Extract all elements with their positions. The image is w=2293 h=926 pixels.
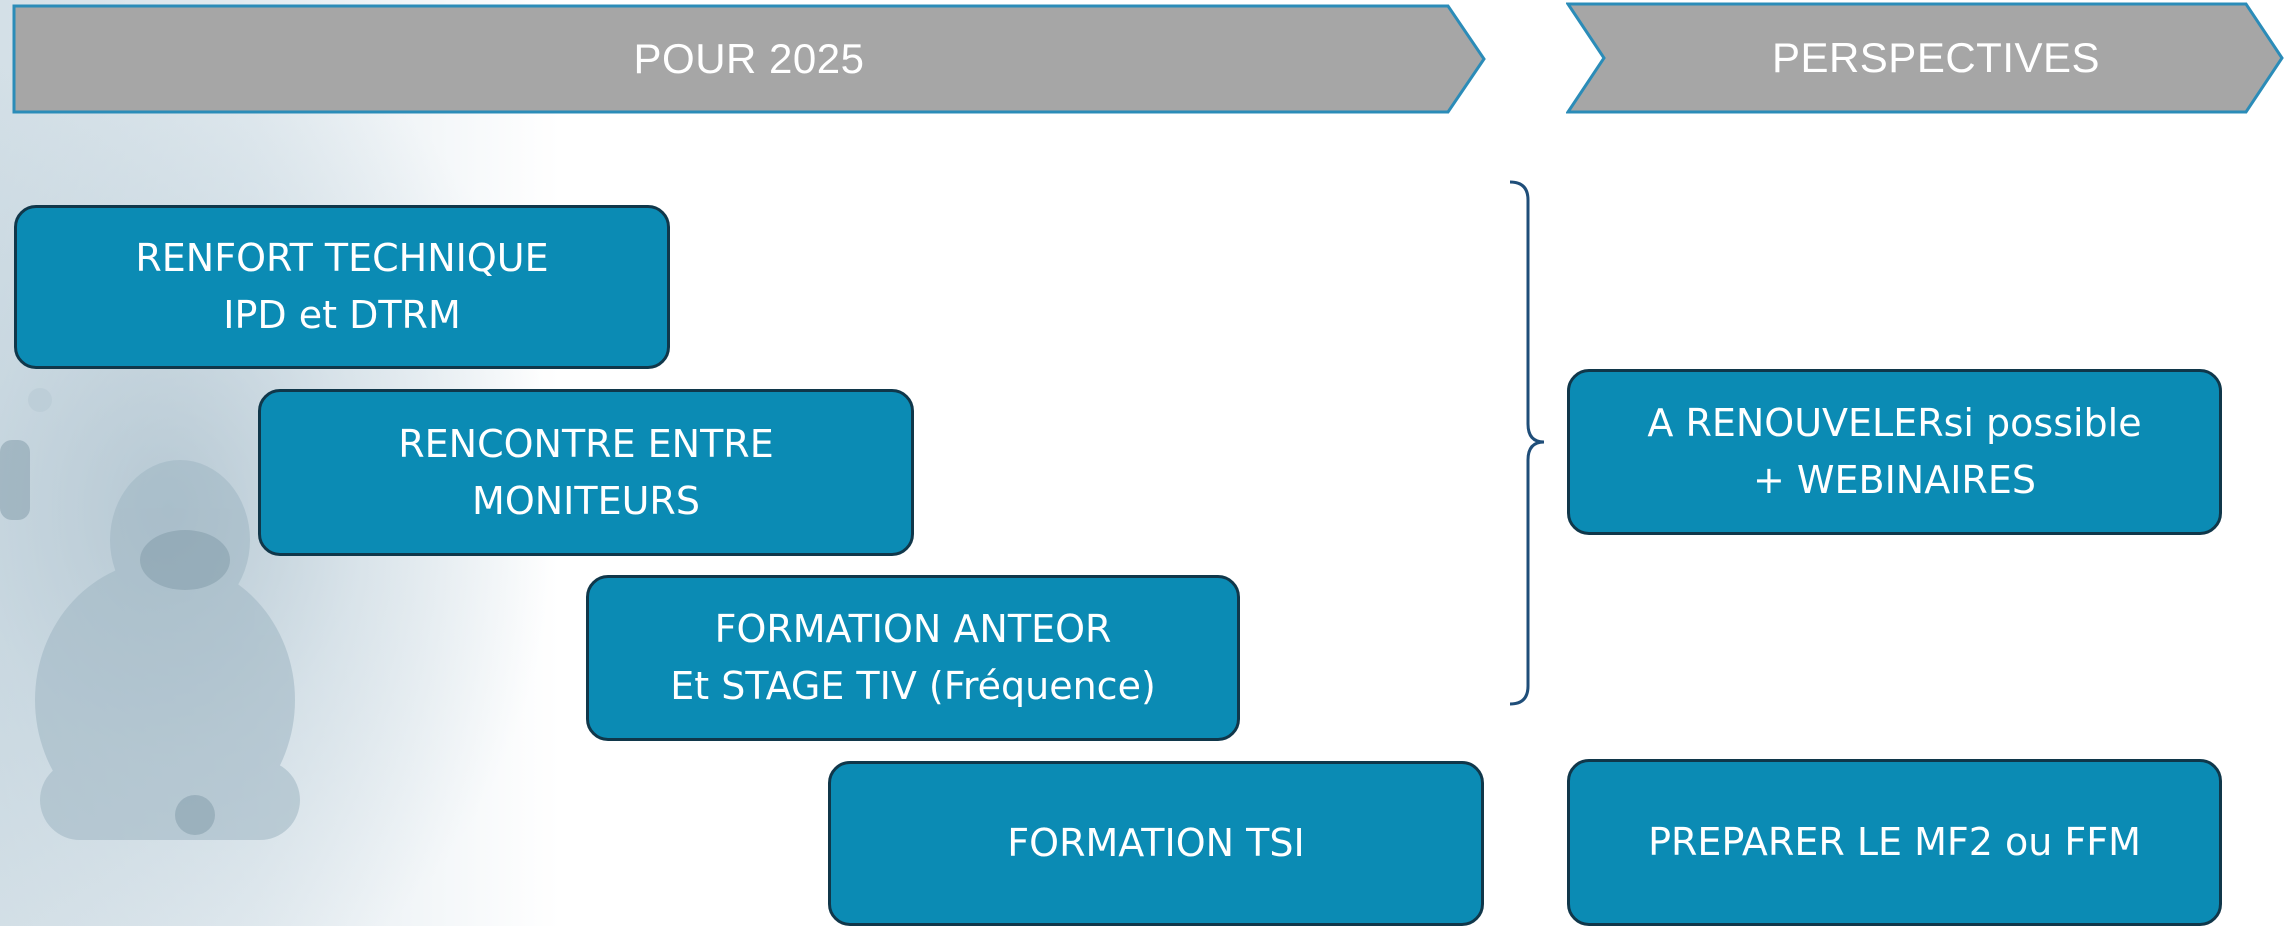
step-formation-anteor: FORMATION ANTEOR Et STAGE TIV (Fréquence… bbox=[586, 575, 1240, 741]
header-arrow-pour-2025: POUR 2025 bbox=[12, 4, 1486, 114]
step-renfort-technique: RENFORT TECHNIQUE IPD et DTRM bbox=[14, 205, 670, 369]
step-renfort-technique-line1: RENFORT TECHNIQUE bbox=[135, 236, 549, 280]
perspective-preparer-mf2-line1: PREPARER LE MF2 ou FFM bbox=[1648, 820, 2141, 864]
header-arrow-label-left: POUR 2025 bbox=[633, 35, 865, 82]
step-formation-tsi-line1: FORMATION TSI bbox=[1007, 821, 1305, 865]
step-rencontre-moniteurs-line2: MONITEURS bbox=[472, 478, 700, 523]
perspective-a-renouveler-line2: + WEBINAIRES bbox=[1753, 458, 2036, 502]
step-formation-anteor-line1: FORMATION ANTEOR bbox=[714, 607, 1112, 651]
header-arrow-label-right: PERSPECTIVES bbox=[1771, 34, 2101, 81]
grouping-brace bbox=[1500, 178, 1560, 715]
step-rencontre-moniteurs: RENCONTRE ENTRE MONITEURS bbox=[258, 389, 914, 556]
perspective-a-renouveler: A RENOUVELERsi possible + WEBINAIRES bbox=[1567, 369, 2222, 535]
step-rencontre-moniteurs-line1: RENCONTRE ENTRE bbox=[398, 421, 774, 466]
header-arrow-perspectives: PERSPECTIVES bbox=[1566, 2, 2286, 114]
perspective-preparer-mf2: PREPARER LE MF2 ou FFM bbox=[1567, 759, 2222, 926]
perspective-a-renouveler-line1: A RENOUVELERsi possible bbox=[1647, 401, 2142, 445]
step-formation-anteor-line2: Et STAGE TIV (Fréquence) bbox=[670, 664, 1156, 708]
step-formation-tsi: FORMATION TSI bbox=[828, 761, 1484, 926]
step-renfort-technique-line2: IPD et DTRM bbox=[223, 293, 461, 337]
